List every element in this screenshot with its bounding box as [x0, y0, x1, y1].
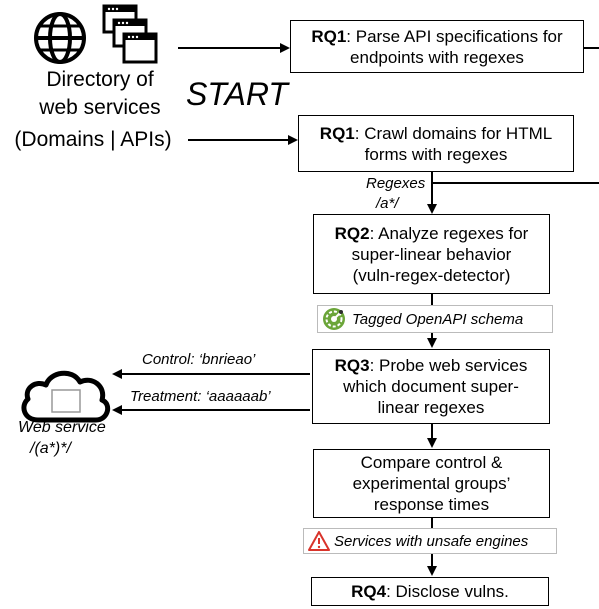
- compare-line3: response times: [373, 495, 490, 514]
- rq3-text: : Probe web services: [369, 356, 528, 375]
- rq1-parse-api-box: RQ1: Parse API specifications for endpoi…: [290, 20, 584, 73]
- compare-line1: Compare control &: [360, 453, 503, 472]
- regex-example-label: /a*/: [376, 195, 399, 212]
- rq3-tag: RQ3: [334, 356, 370, 375]
- rq1-api-tag: RQ1: [311, 26, 347, 46]
- source-label-line3: (Domains | APIs): [14, 128, 172, 151]
- rq3-text2: which document super-: [343, 377, 519, 396]
- rq2-tag: RQ2: [334, 223, 370, 243]
- rq2-text2: super-linear behavior: [351, 244, 512, 264]
- rq4-disclose-box: RQ4: Disclose vulns.: [311, 577, 549, 606]
- cloud-icon: [21, 370, 111, 423]
- rq1-crawl-text2: forms with regexes: [364, 144, 508, 164]
- rq3-text3: linear regexes: [377, 398, 485, 417]
- warning-icon: [308, 531, 330, 551]
- rq2-text: : Analyze regexes for: [369, 223, 529, 243]
- rq2-text3: (vuln-regex-detector): [352, 265, 511, 285]
- unsafe-tag-text: Services with unsafe engines: [334, 532, 529, 550]
- rq1-api-text: : Parse API specifications for: [346, 26, 563, 46]
- rq4-tag: RQ4: [351, 582, 387, 601]
- compare-line2: experimental groups’: [352, 474, 511, 493]
- source-label-line2: web services: [39, 96, 161, 119]
- rq2-analyze-box: RQ2: Analyze regexes for super-linear be…: [313, 214, 550, 294]
- control-label: Control: ‘bnrieao’: [142, 351, 256, 368]
- compare-groups-box: Compare control & experimental groups’ r…: [313, 449, 550, 518]
- source-label-line1: Directory of: [46, 68, 154, 91]
- openapi-schema-tag: Tagged OpenAPI schema: [317, 305, 553, 333]
- rq1-crawl-domains-box: RQ1: Crawl domains for HTML forms with r…: [298, 115, 574, 172]
- unsafe-engines-tag: Services with unsafe engines: [303, 528, 557, 554]
- rq3-probe-box: RQ3: Probe web services which document s…: [312, 349, 550, 424]
- start-label: START: [186, 76, 288, 112]
- web-service-regex: /(a*)*/: [30, 440, 71, 457]
- rq4-text: : Disclose vulns.: [386, 582, 509, 601]
- openapi-logo-icon: [323, 308, 345, 330]
- openapi-tag-text: Tagged OpenAPI schema: [352, 310, 524, 328]
- regexes-label: Regexes: [366, 175, 426, 192]
- web-service-label: Web service: [18, 419, 106, 436]
- rq1-api-text2: endpoints with regexes: [350, 47, 524, 67]
- globe-icon: [34, 12, 86, 64]
- rq1-crawl-text: : Crawl domains for HTML: [354, 123, 553, 143]
- treatment-label: Treatment: ‘aaaaaab’: [130, 388, 271, 405]
- rq1-crawl-tag: RQ1: [319, 123, 355, 143]
- browser-windows-icon: [102, 4, 158, 64]
